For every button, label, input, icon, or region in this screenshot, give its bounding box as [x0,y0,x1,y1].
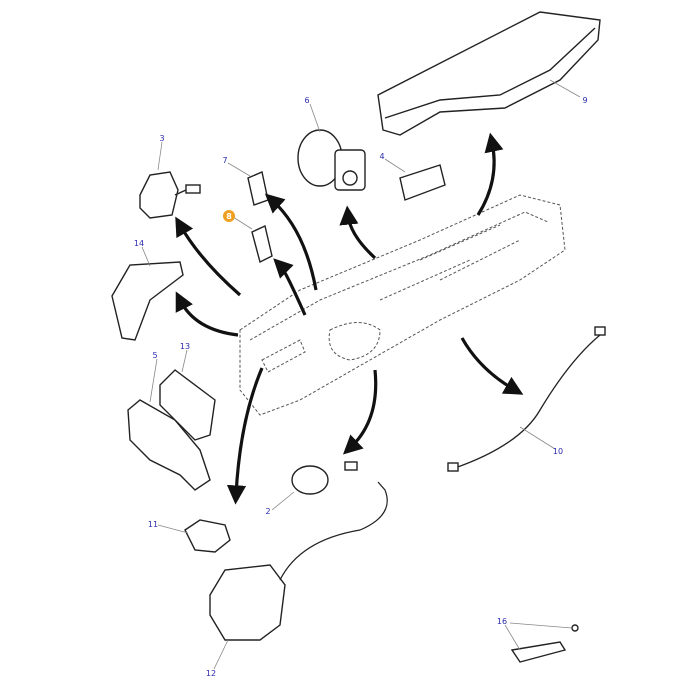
part-8 [251,225,273,264]
svg-text:14: 14 [134,239,144,248]
callout-3: 3 [159,134,164,143]
part-armrest [377,11,601,136]
svg-text:6: 6 [304,96,309,105]
part-12 [209,481,388,641]
svg-text:4: 4 [379,152,384,161]
callout-6: 6 [304,96,309,105]
part-13 [159,369,216,441]
part-4 [399,164,446,201]
svg-text:2: 2 [265,507,270,516]
svg-text:12: 12 [206,669,216,678]
svg-text:9: 9 [582,96,587,105]
svg-text:5: 5 [152,351,157,360]
svg-text:8: 8 [226,212,232,221]
part-3 [139,171,201,219]
part-14 [111,261,184,341]
part-6 [297,129,366,191]
leader-lines [141,79,581,670]
callout-10: 10 [553,447,563,456]
callout-2: 2 [265,507,270,516]
svg-text:13: 13 [180,342,190,351]
part-11 [184,519,231,553]
part-2 [291,461,358,495]
callout-16: 16 [497,617,507,626]
callout-5: 5 [152,351,157,360]
callout-8-highlighted: 8 [223,210,235,222]
exploded-arrows [175,132,524,505]
svg-text:3: 3 [159,134,164,143]
callout-4: 4 [379,152,384,161]
svg-text:16: 16 [497,617,507,626]
callout-9: 9 [582,96,587,105]
svg-text:11: 11 [148,520,158,529]
console-body [239,194,566,416]
callout-7: 7 [222,156,227,165]
callout-12: 12 [206,669,216,678]
part-16 [510,624,579,663]
callout-13: 13 [180,342,190,351]
part-7 [247,171,269,206]
part-10-cable [447,326,606,472]
callout-14: 14 [134,239,144,248]
svg-text:10: 10 [553,447,563,456]
part-5 [127,399,211,491]
callout-11: 11 [148,520,158,529]
svg-text:7: 7 [222,156,227,165]
